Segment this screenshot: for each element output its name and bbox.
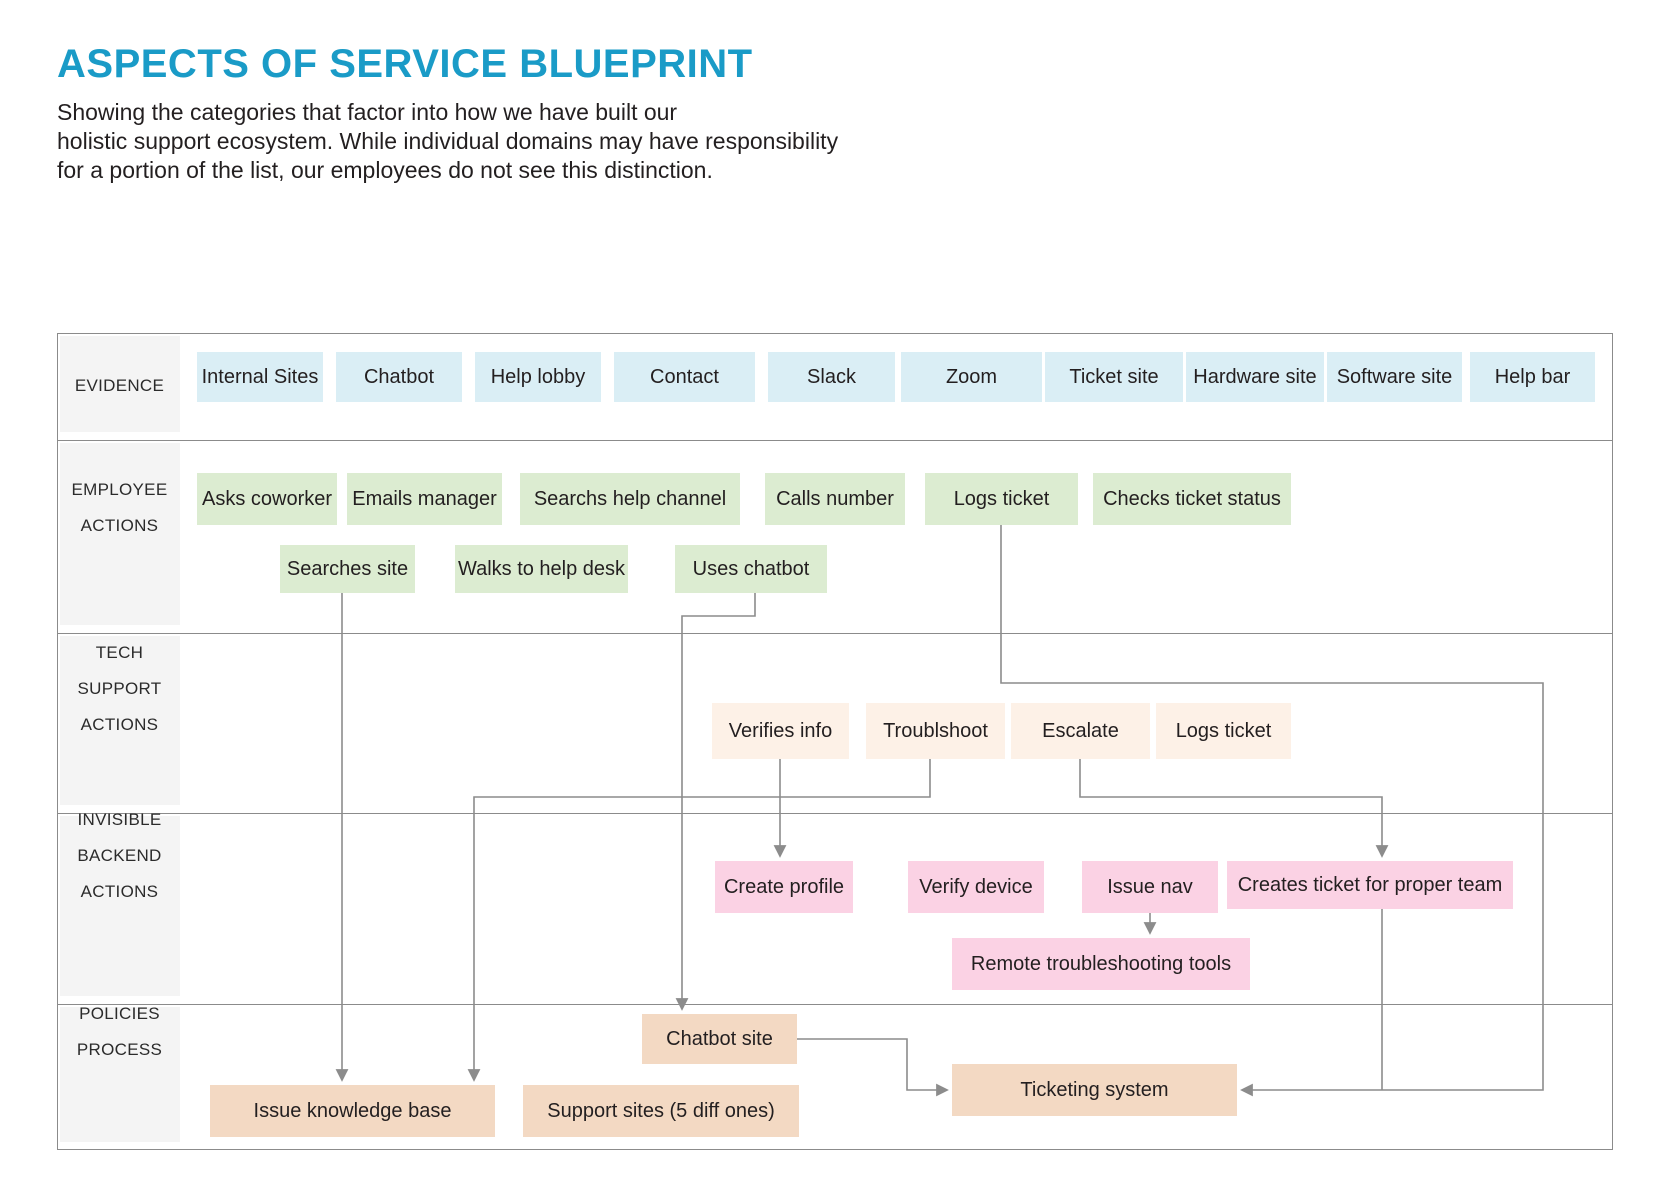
row-label-employee: EMPLOYEE ACTIONS [71,480,168,535]
node-calls-number: Calls number [765,473,905,525]
node-help-lobby: Help lobby [475,352,601,402]
node-issue-nav: Issue nav [1082,861,1218,913]
node-creates-ticket-for-proper-team: Creates ticket for proper team [1227,861,1513,909]
row-label-cell-tech [60,636,180,805]
row-label-cell-evidence [60,336,180,432]
row-divider [57,813,1613,814]
row-label-cell-policies [60,1007,180,1142]
node-remote-troubleshooting-tools: Remote troubleshooting tools [952,938,1250,990]
node-contact: Contact [614,352,755,402]
node-escalate: Escalate [1011,703,1150,759]
node-create-profile: Create profile [715,861,853,913]
node-chatbot-site: Chatbot site [642,1014,797,1064]
node-software-site: Software site [1327,352,1462,402]
node-support-sites-5-diff-ones: Support sites (5 diff ones) [523,1085,799,1137]
page-subtitle: Showing the categories that factor into … [57,99,839,183]
node-searchs-help-channel: Searchs help channel [520,473,740,525]
node-searches-site: Searches site [280,545,415,593]
row-label-policies: POLICIES PROCESS [76,1004,163,1059]
node-logs-ticket: Logs ticket [1156,703,1291,759]
node-uses-chatbot: Uses chatbot [675,545,827,593]
node-internal-sites: Internal Sites [197,352,323,402]
row-divider [57,1004,1613,1005]
row-divider [57,633,1613,634]
row-label-cell-invisible [60,816,180,996]
node-verify-device: Verify device [908,861,1044,913]
page-title: ASPECTS OF SERVICE BLUEPRINT [57,42,753,86]
node-logs-ticket: Logs ticket [925,473,1078,525]
node-asks-coworker: Asks coworker [197,473,337,525]
node-issue-knowledge-base: Issue knowledge base [210,1085,495,1137]
node-chatbot: Chatbot [336,352,462,402]
node-ticketing-system: Ticketing system [952,1064,1237,1116]
node-slack: Slack [768,352,895,402]
row-label-tech: TECH SUPPORT ACTIONS [77,643,162,734]
node-verifies-info: Verifies info [712,703,849,759]
node-zoom: Zoom [901,352,1042,402]
node-checks-ticket-status: Checks ticket status [1093,473,1291,525]
row-label-cell-employee [60,443,180,625]
row-label-invisible: INVISIBLE BACKEND ACTIONS [77,810,162,901]
row-divider [57,440,1613,441]
node-ticket-site: Ticket site [1045,352,1183,402]
node-walks-to-help-desk: Walks to help desk [455,545,628,593]
node-emails-manager: Emails manager [347,473,502,525]
node-hardware-site: Hardware site [1186,352,1324,402]
node-help-bar: Help bar [1470,352,1595,402]
node-troublshoot: Troublshoot [866,703,1005,759]
row-label-evidence: EVIDENCE [74,376,165,395]
